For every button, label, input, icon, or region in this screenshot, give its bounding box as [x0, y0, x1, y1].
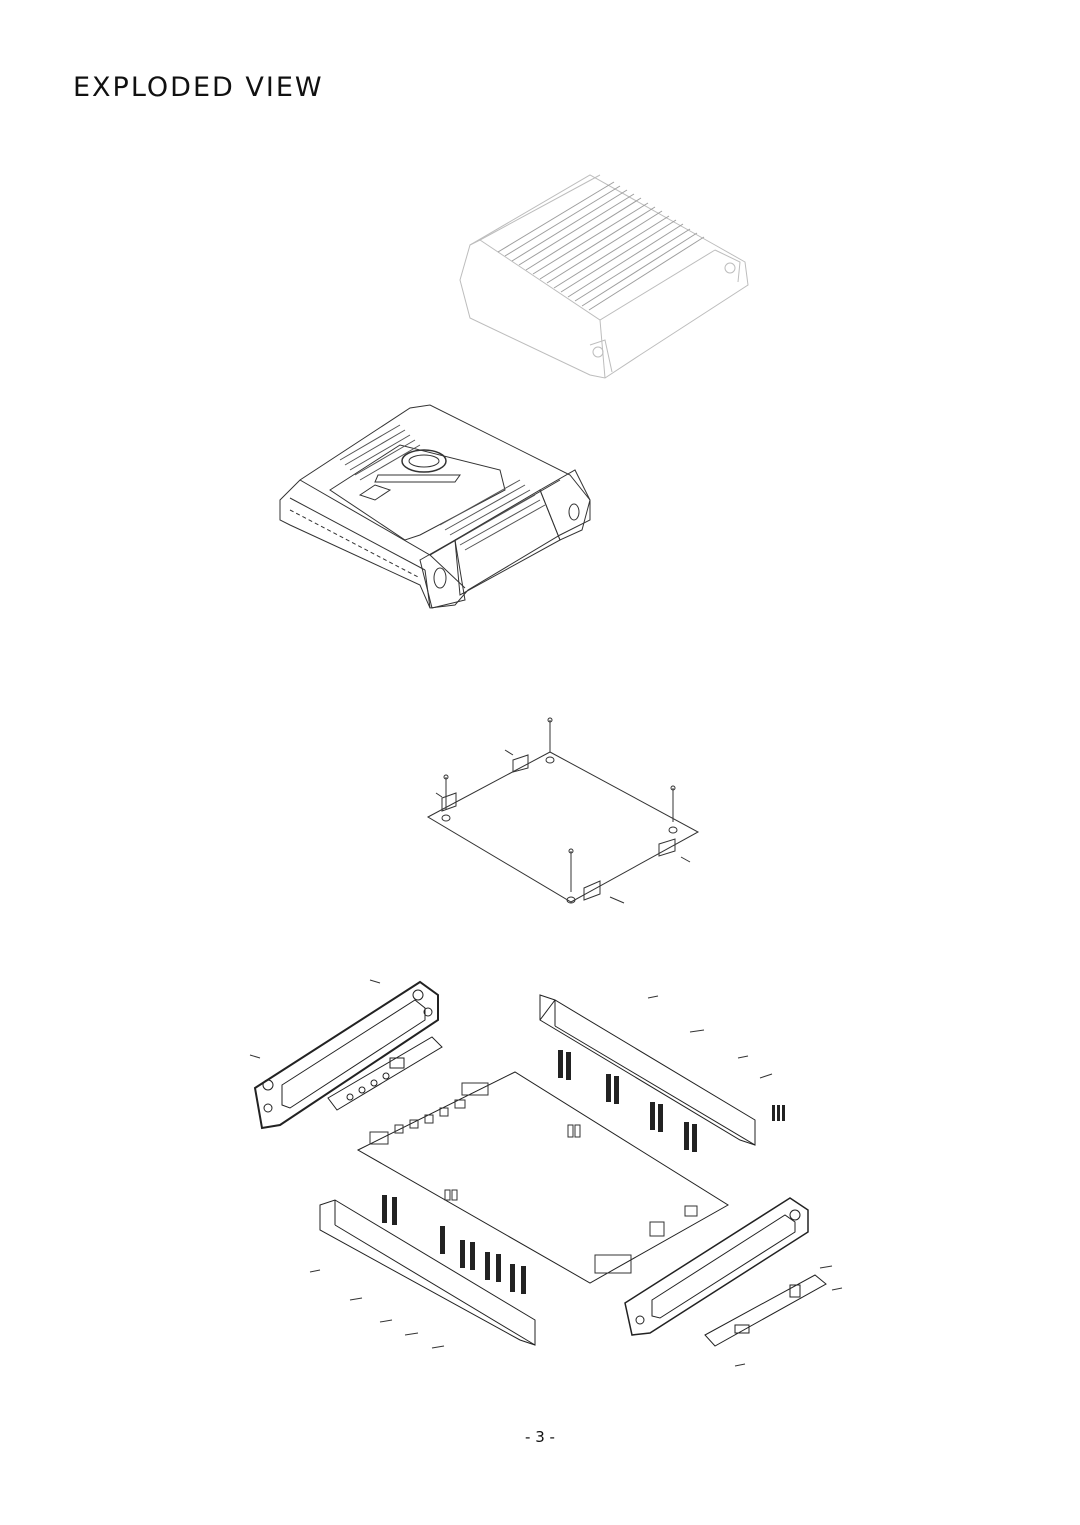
- assembled-amplifier: [279, 404, 591, 609]
- page-number: - 3 -: [525, 1428, 555, 1446]
- bottom-plate-with-screws: [426, 717, 700, 904]
- top-heatsink-cover: [459, 174, 749, 379]
- page-title: EXPLODED VIEW: [73, 72, 324, 103]
- internal-board-and-end-panels: [249, 979, 843, 1367]
